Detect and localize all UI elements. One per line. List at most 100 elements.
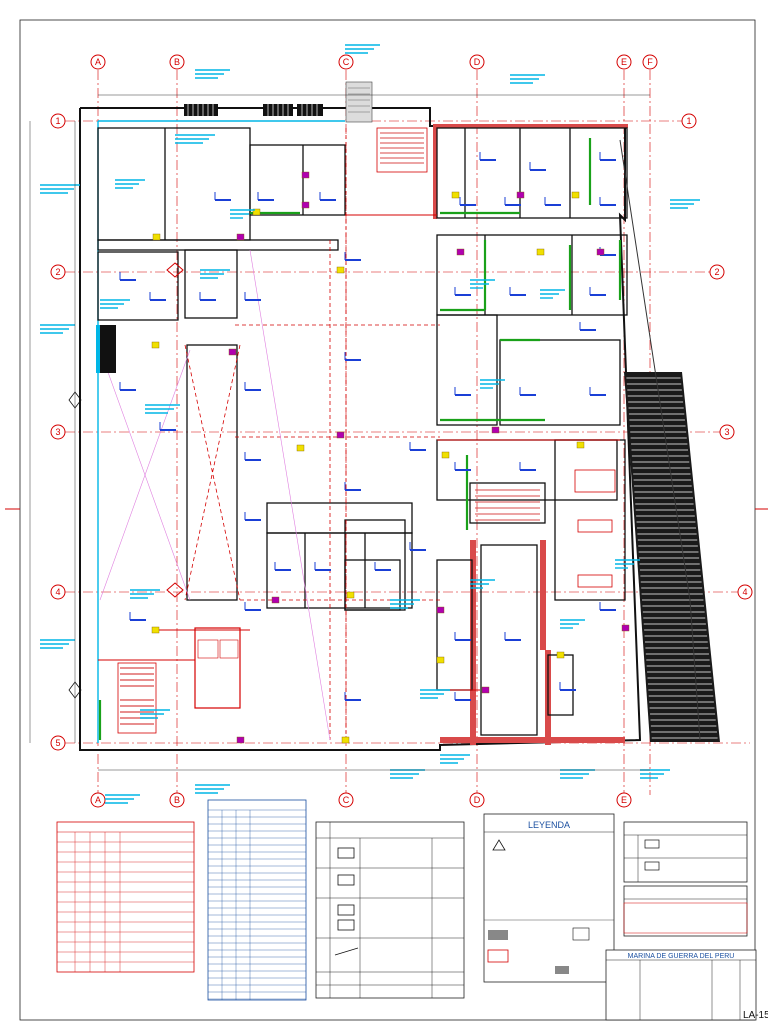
annotation-tags <box>151 171 630 744</box>
room-north-1 <box>249 144 346 216</box>
annotation-tag <box>481 686 490 694</box>
svg-text:5: 5 <box>55 738 60 748</box>
annotation-tag <box>152 233 161 241</box>
svg-text:D: D <box>474 57 481 67</box>
annotation-tag <box>252 208 261 216</box>
room-west-upper <box>184 249 238 319</box>
row-bubbles: 1 2 3 4 5 1 2 3 4 <box>50 113 753 751</box>
annotation-tag <box>556 651 565 659</box>
svg-text:D: D <box>474 795 481 805</box>
north-windows <box>184 104 323 116</box>
annotation-tag <box>456 248 465 256</box>
annotation-tag <box>596 248 605 256</box>
grid-bubble-4-left: 4 <box>50 584 66 600</box>
grid-bubble-D-bottom: D <box>469 792 485 808</box>
svg-text:2: 2 <box>714 267 719 277</box>
grid-bubble-2-right: 2 <box>709 264 725 280</box>
svg-text:F: F <box>647 57 653 67</box>
lockers-block <box>186 344 238 601</box>
annotation-tag <box>576 441 585 449</box>
stair-north <box>345 81 428 173</box>
room-ne-block <box>436 127 628 219</box>
grid-bubble-F-top: F <box>642 54 658 70</box>
svg-text:3: 3 <box>55 427 60 437</box>
annotation-tag <box>516 191 525 199</box>
grid-bubble-E-bottom: E <box>616 792 632 808</box>
svg-text:3: 3 <box>724 427 729 437</box>
legend-title: LEYENDA <box>528 820 570 830</box>
svg-text:A: A <box>95 57 101 67</box>
svg-text:1: 1 <box>55 116 60 126</box>
grid-bubble-B-bottom: B <box>169 792 185 808</box>
grid-bubble-4-right: 4 <box>737 584 753 600</box>
sheet-number: LA-15 <box>743 1010 768 1021</box>
pink-guide-lines <box>99 249 331 741</box>
annotation-tag <box>436 606 445 614</box>
grid-bubble-D-top: D <box>469 54 485 70</box>
west-elements <box>68 262 184 699</box>
exterior-ramp-east <box>619 139 720 742</box>
dimension-lines <box>29 94 650 771</box>
types-panel <box>315 821 465 999</box>
svg-text:1: 1 <box>686 116 691 126</box>
door-schedule-table <box>207 799 307 1001</box>
annotation-tag <box>301 201 310 209</box>
grid-bubble-A-bottom: A <box>90 792 106 808</box>
grid-bubble-E-top: E <box>616 54 632 70</box>
annotation-tag <box>436 656 445 664</box>
stair-southwest <box>117 662 157 734</box>
cyan-annotations <box>40 44 700 804</box>
annotation-tag <box>236 233 245 241</box>
column-bubbles: A B C D E F A B C D E <box>90 54 658 808</box>
svg-text:2: 2 <box>55 267 60 277</box>
annotation-tag <box>621 624 630 632</box>
grid-bubble-3-right: 3 <box>719 424 735 440</box>
sheet-border <box>19 19 756 1021</box>
svg-text:4: 4 <box>55 587 60 597</box>
annotation-tag <box>536 248 545 256</box>
annotation-tag <box>451 191 460 199</box>
annotation-tag <box>271 596 280 604</box>
grid-bubble-2-left: 2 <box>50 264 66 280</box>
annotation-tag <box>151 626 160 634</box>
legend-panel: LEYENDA <box>483 813 615 983</box>
annotation-tag <box>228 348 237 356</box>
door-markers <box>119 152 616 701</box>
right-panels <box>623 821 748 937</box>
annotation-tag <box>236 736 245 744</box>
stair-center-east <box>475 489 540 521</box>
title-block: MARINA DE GUERRA DEL PERU LA-15 <box>605 949 768 1021</box>
restroom-sw <box>194 627 241 709</box>
svg-text:B: B <box>174 57 180 67</box>
grid-bubble-B-top: B <box>169 54 185 70</box>
annotation-tag <box>336 266 345 274</box>
annotation-tag <box>441 451 450 459</box>
grid-bubble-1-left: 1 <box>50 113 66 129</box>
rooms <box>97 127 628 736</box>
elevator-shaft <box>345 81 373 123</box>
svg-text:E: E <box>621 795 627 805</box>
grid-bubble-C-bottom: C <box>338 792 354 808</box>
grid-bubble-5-left: 5 <box>50 735 66 751</box>
annotation-tag <box>341 736 350 744</box>
grid-bubble-3-left: 3 <box>50 424 66 440</box>
grid-bubble-1-right: 1 <box>681 113 697 129</box>
annotation-tag <box>571 191 580 199</box>
annotation-tag <box>336 431 345 439</box>
restroom-fixtures <box>194 469 616 709</box>
annotation-tag <box>491 426 500 434</box>
svg-text:B: B <box>174 795 180 805</box>
svg-text:A: A <box>95 795 101 805</box>
grid-bubble-A-top: A <box>90 54 106 70</box>
room-center-band <box>266 502 413 534</box>
svg-text:C: C <box>343 57 350 67</box>
grid-bubble-C-top: C <box>338 54 354 70</box>
annotation-tag <box>296 444 305 452</box>
project-name: MARINA DE GUERRA DEL PERU <box>628 953 735 960</box>
annotation-tag <box>346 591 355 599</box>
red-dashed-lines <box>184 128 440 740</box>
annotation-tag <box>301 171 310 179</box>
schedule-table-red <box>56 821 195 973</box>
svg-text:4: 4 <box>742 587 747 597</box>
